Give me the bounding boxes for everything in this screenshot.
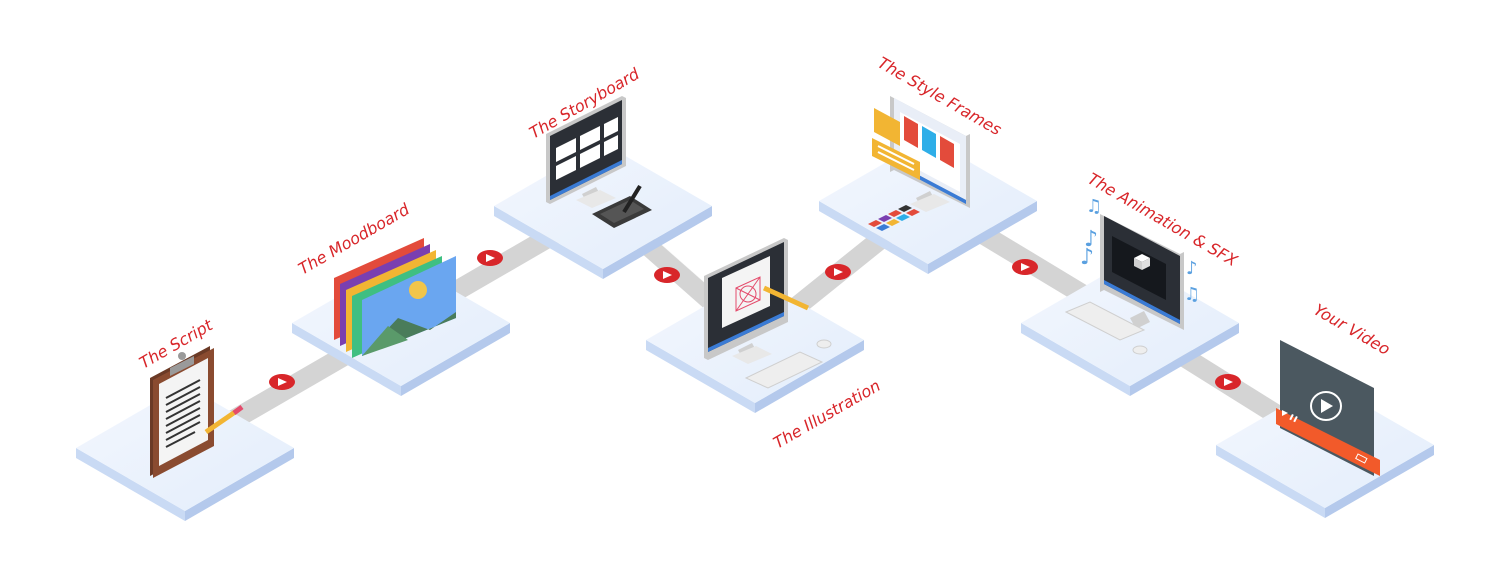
- next-arrow-icon: [654, 267, 680, 283]
- video-player-icon: [1276, 340, 1380, 476]
- keyboard-icon: [1064, 301, 1146, 341]
- svg-text:♪: ♪: [1080, 245, 1094, 270]
- next-arrow-icon: [269, 374, 295, 390]
- next-arrow-icon: [825, 264, 851, 280]
- mouse-icon: [1132, 345, 1148, 355]
- pen-tablet-icon: [592, 184, 652, 228]
- mouse-icon: [816, 339, 832, 349]
- keyboard-icon: [744, 351, 824, 389]
- style-card: [872, 108, 920, 180]
- clipboard-icon: [150, 346, 214, 478]
- svg-text:♫: ♫: [1184, 284, 1200, 305]
- svg-text:♪: ♪: [1084, 227, 1098, 252]
- svg-text:♪: ♪: [1186, 258, 1198, 279]
- next-arrow-icon: [1012, 259, 1038, 275]
- next-arrow-icon: [477, 250, 503, 266]
- monitor-icon: [1100, 214, 1184, 330]
- monitor-icon: [890, 96, 970, 212]
- pencil-icon: [204, 405, 244, 435]
- pencil-icon: [762, 285, 810, 311]
- music-note-icon: ♫ ♪ ♪ ♪ ♫: [1080, 196, 1200, 305]
- play-icon: [1310, 391, 1342, 421]
- color-palette-icon: [868, 205, 920, 231]
- tile-illustration: [646, 277, 864, 413]
- svg-text:♫: ♫: [1086, 196, 1102, 217]
- image-stack-icon: [334, 238, 456, 358]
- monitor-icon: [704, 238, 788, 364]
- monitor-icon: [546, 96, 626, 208]
- next-arrow-icon: [1215, 374, 1241, 390]
